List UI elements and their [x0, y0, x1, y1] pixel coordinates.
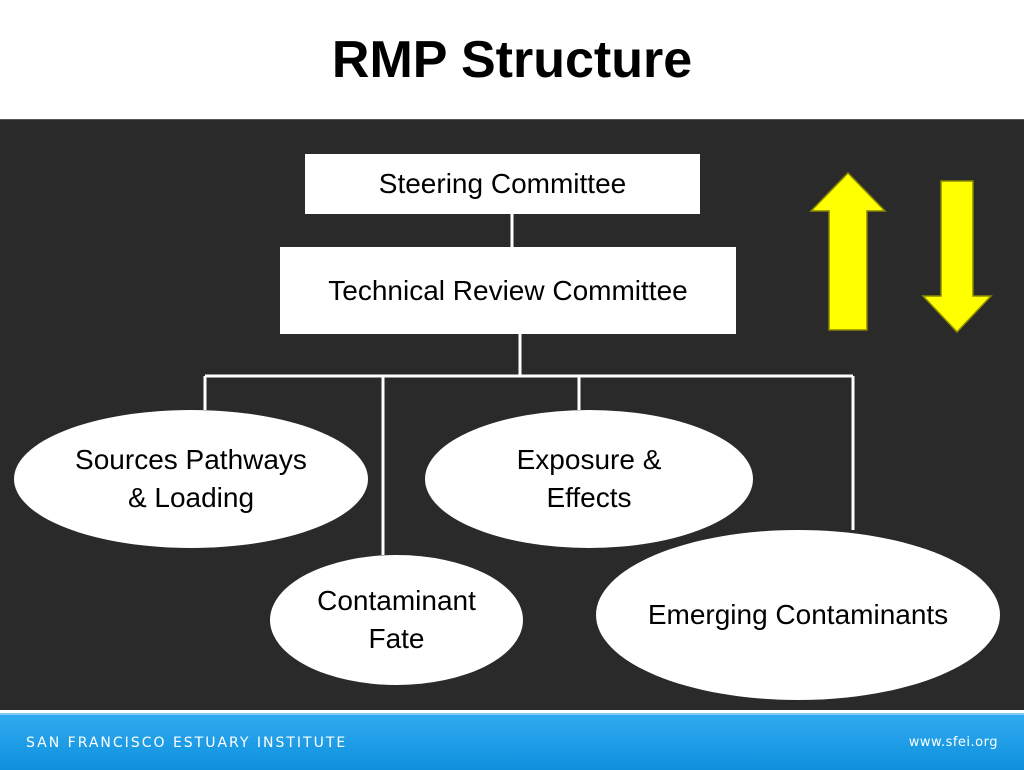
contaminant-fate-label: Contaminant Fate	[317, 585, 476, 654]
emerging-contaminants-label: Emerging Contaminants	[647, 599, 949, 631]
slide-title: RMP Structure	[331, 31, 693, 89]
exposure-effects-node: Exposure & Effects	[425, 410, 753, 548]
connector-lines	[203, 171, 993, 555]
arrow-up-icon	[809, 171, 887, 331]
footer-organization: SAN FRANCISCO ESTUARY INSTITUTE	[26, 735, 348, 751]
technical-review-committee-label: Technical Review Committee	[328, 274, 688, 306]
sources-pathways-loading-node: Sources Pathways & Loading	[14, 410, 368, 548]
emerging-contaminants-node: Emerging Contaminants	[596, 530, 1000, 700]
contaminant-fate-node: Contaminant Fate	[270, 555, 523, 685]
org-chart-panel: Steering Committee Technical Review Comm…	[0, 119, 1024, 710]
arrow-down-icon	[921, 180, 993, 334]
sources-pathways-loading-label: Sources Pathways & Loading	[75, 444, 307, 513]
exposure-effects-label: Exposure & Effects	[516, 444, 662, 513]
footer-website[interactable]: www.sfei.org	[908, 735, 998, 750]
steering-committee-label: Steering Committee	[378, 168, 627, 199]
footer-bar: SAN FRANCISCO ESTUARY INSTITUTE www.sfei…	[0, 713, 1024, 770]
steering-committee-box: Steering Committee	[305, 154, 700, 214]
technical-review-committee-box: Technical Review Committee	[280, 247, 736, 334]
